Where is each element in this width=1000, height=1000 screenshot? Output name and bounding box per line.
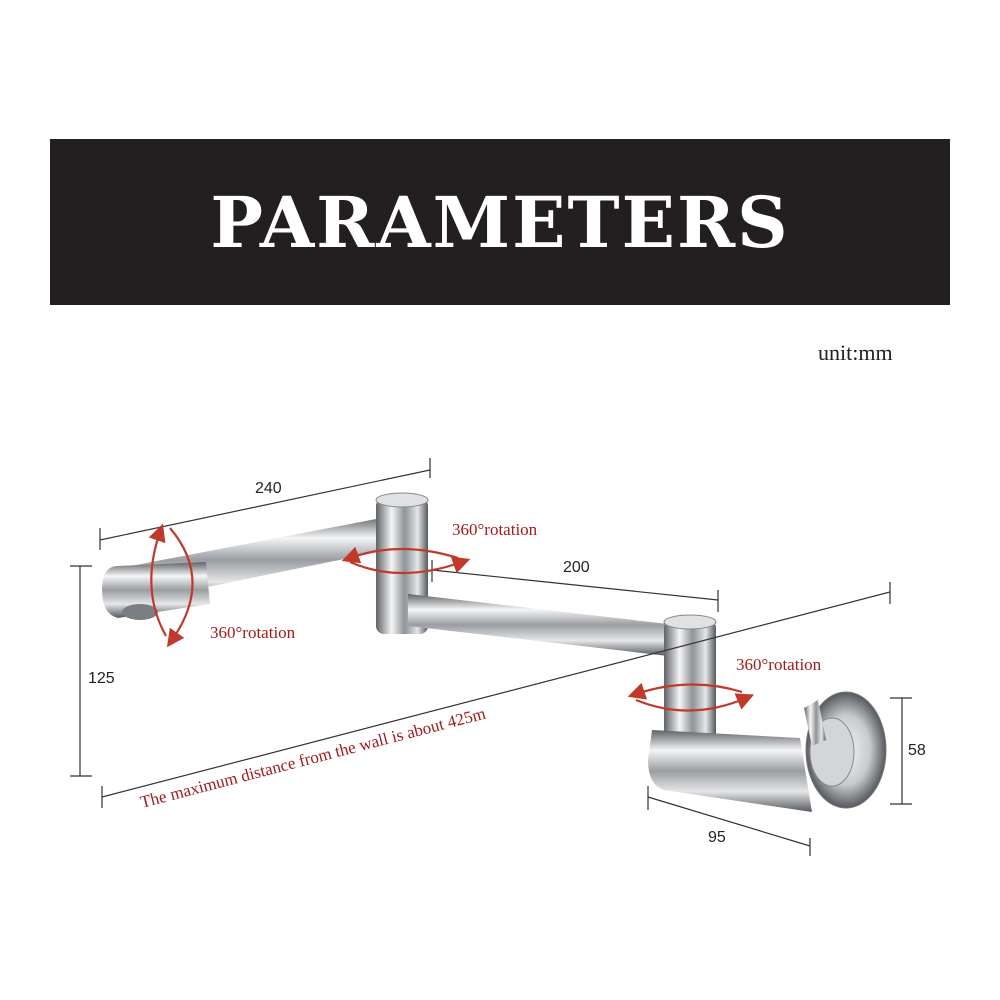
rotation-label-top: 360°rotation: [452, 520, 538, 539]
lower-arm: [408, 594, 668, 656]
rotation-arrow-spout: [166, 527, 194, 648]
dimension-240-label: 240: [255, 480, 282, 497]
dimension-125-label: 125: [88, 670, 115, 687]
page-title: PARAMETERS: [210, 180, 790, 264]
rotation-arrows: [148, 523, 755, 712]
spout-aerator: [122, 604, 158, 620]
max-distance-note: The maximum distance from the wall is ab…: [138, 704, 487, 812]
unit-label: unit:mm: [818, 340, 893, 365]
rotation-arrow-lower-joint: [635, 693, 755, 712]
valve-handle: [804, 700, 826, 746]
rotation-label-bottom: 360°rotation: [736, 655, 822, 674]
faucet-body: [648, 730, 812, 812]
header-banner: PARAMETERS: [50, 139, 950, 305]
dimension-58-label: 58: [908, 742, 926, 759]
dimension-200-label: 200: [563, 559, 590, 576]
dimension-lines: [70, 458, 912, 856]
dimension-95-label: 95: [708, 829, 726, 846]
rotation-arrow-top-joint: [349, 556, 471, 575]
faucet-illustration: [102, 492, 887, 812]
rotation-label-spout: 360°rotation: [210, 623, 296, 642]
spout-head: [102, 562, 210, 618]
